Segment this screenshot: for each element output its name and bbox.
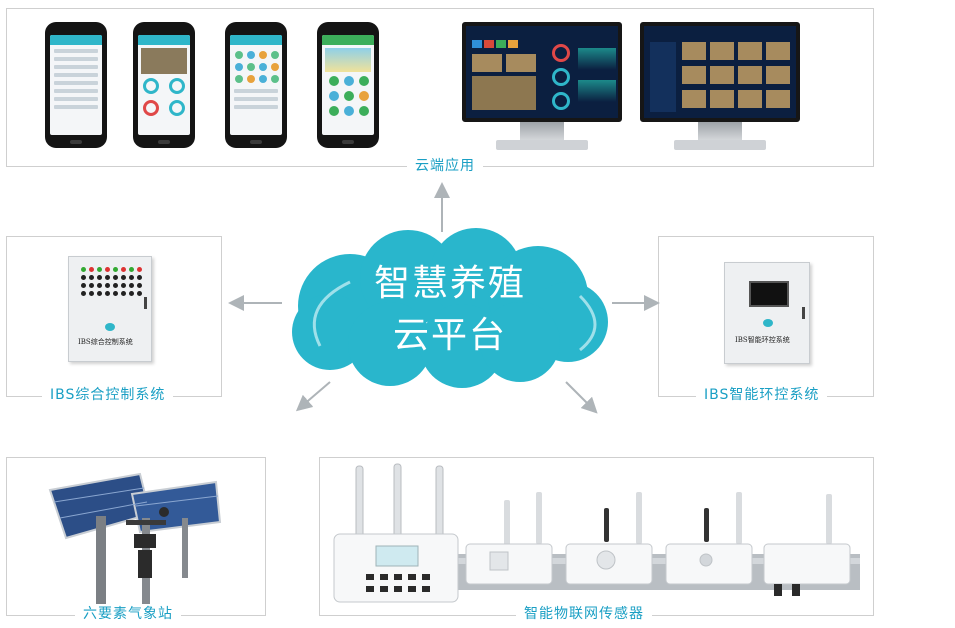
phone-app-1 <box>45 22 107 148</box>
iot-sensors-image <box>333 463 860 603</box>
cloud-icon <box>292 228 608 388</box>
phone-app-4 <box>317 22 379 148</box>
platform-title-line2: 云平台 <box>392 315 507 356</box>
weather-station-image <box>48 472 222 604</box>
platform-title-line1: 智慧养殖 <box>373 263 526 304</box>
phone-app-2 <box>133 22 195 148</box>
caption-cloud-apps: 云端应用 <box>407 157 483 175</box>
monitor-dashboard-2 <box>640 22 800 152</box>
caption-ibs-integrated: IBS综合控制系统 <box>42 386 174 404</box>
caption-weather-station: 六要素气象站 <box>75 605 181 623</box>
phone-app-3 <box>225 22 287 148</box>
caption-ibs-smart-env: IBS智能环控系统 <box>696 386 828 404</box>
ibs-smart-env-cabinet-label: IBS智能环控系统 <box>735 336 790 344</box>
arrow-down-left <box>295 381 331 412</box>
ibs-integrated-cabinet-label: IBS综合控制系统 <box>78 338 133 346</box>
monitor-dashboard-1 <box>462 22 622 152</box>
ibs-smart-env-cabinet: IBS智能环控系统 <box>724 262 810 364</box>
caption-iot-sensors: 智能物联网传感器 <box>516 605 652 623</box>
arrow-down-right <box>565 381 598 414</box>
ibs-integrated-cabinet: IBS综合控制系统 <box>68 256 152 362</box>
